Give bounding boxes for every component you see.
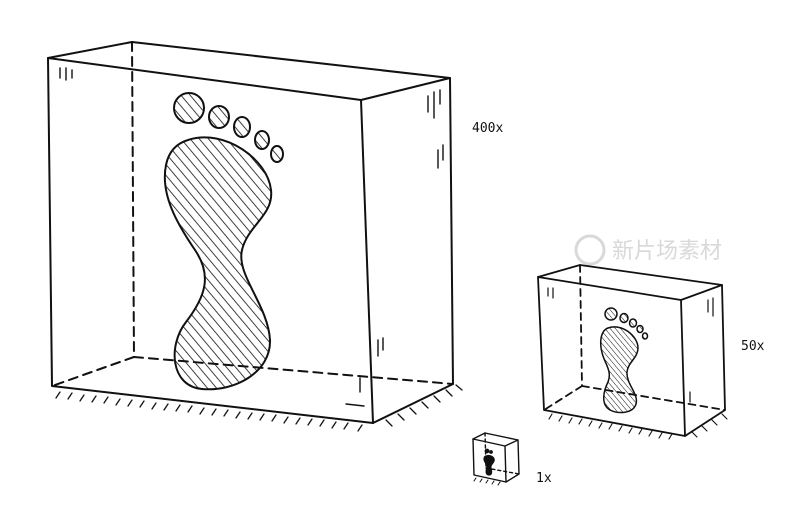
large-box xyxy=(47,41,463,432)
small-footprint-icon xyxy=(483,448,495,476)
small-box xyxy=(472,432,520,486)
watermark-text: 新片场素材 xyxy=(612,239,722,264)
watermark: 新片场素材 xyxy=(574,234,722,266)
watermark-logo-icon xyxy=(574,234,606,266)
large-footprint-icon xyxy=(163,92,284,391)
large-box-label: 400x xyxy=(472,121,503,136)
small-box-label: 1x xyxy=(536,471,552,486)
medium-footprint-icon xyxy=(599,307,649,414)
medium-box-label: 50x xyxy=(741,339,765,354)
medium-box xyxy=(537,264,728,440)
